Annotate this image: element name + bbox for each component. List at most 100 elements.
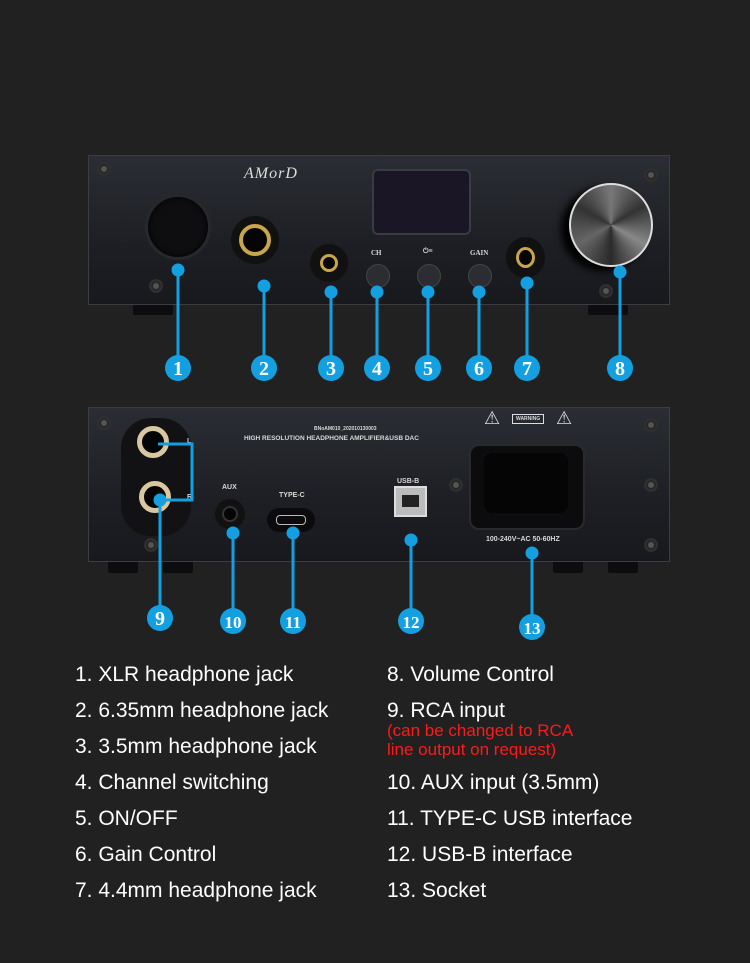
callout-dot-5: [421, 285, 435, 299]
label-r: R: [187, 494, 193, 501]
back-foot: [163, 559, 193, 573]
callout-bracket-9: [158, 442, 194, 502]
rca-note-line-2: line output on request): [387, 740, 557, 759]
typec-port-opening: [276, 515, 306, 525]
callout-dot-4: [370, 285, 384, 299]
warning-icon-left: ⚠: [484, 408, 501, 428]
aux-jack: [222, 506, 238, 522]
callout-number-4: 4: [372, 358, 382, 380]
legend-item-7: 7. 4.4mm headphone jack: [75, 879, 317, 902]
legend-item-8: 8. Volume Control: [387, 663, 554, 686]
usbb-port-inner: [402, 495, 419, 507]
callout-number-12: 12: [403, 613, 420, 632]
callout-dot-8: [613, 265, 627, 279]
callout-dot-10: [226, 526, 240, 540]
callout-badge-10: [220, 608, 246, 634]
back-title: HIGH RESOLUTION HEADPHONE AMPLIFIER&USB …: [244, 435, 419, 442]
callout-dot-3: [324, 285, 338, 299]
screw-icon: [599, 284, 613, 298]
callout-dot-12: [404, 533, 418, 547]
callout-number-11: 11: [285, 613, 301, 632]
rca-note-line-1: (can be changed to RCA: [387, 721, 574, 740]
label-usbb: USB-B: [397, 478, 420, 485]
legend-item-11: 11. TYPE-C USB interface: [387, 807, 633, 830]
callout-badge-7: [514, 355, 540, 381]
callout-badge-12: [398, 608, 424, 634]
label-typec: TYPE-C: [279, 492, 305, 499]
legend-item-9: 9. RCA input: [387, 699, 505, 722]
legend-item-13: 13. Socket: [387, 879, 487, 902]
callout-number-5: 5: [423, 358, 433, 380]
front-foot-left: [133, 305, 173, 315]
power-icon: ⏻≡: [423, 248, 433, 255]
xlr-jack: [145, 194, 211, 260]
front-panel-device: AMorD CH ⏻≡ GAIN: [88, 155, 670, 315]
callout-badge-11: [280, 608, 306, 634]
callout-number-7: 7: [522, 358, 532, 380]
callout-dot-7: [520, 276, 534, 290]
screw-icon: [97, 416, 111, 430]
back-panel-device: L R BNoAM010_202010130003 HIGH RESOLUTIO…: [88, 407, 670, 577]
callout-number-10: 10: [225, 613, 242, 632]
legend-item-4: 4. Channel switching: [75, 771, 269, 794]
callout-number-9: 9: [155, 608, 165, 630]
label-l: L: [187, 438, 192, 445]
label-gain: GAIN: [470, 249, 489, 257]
callout-badge-3: [318, 355, 344, 381]
front-foot-right: [588, 305, 628, 315]
callout-dot-2: [257, 279, 271, 293]
callout-badge-13: [519, 614, 545, 640]
callout-badge-5: [415, 355, 441, 381]
callout-dot-1: [171, 263, 185, 277]
back-foot: [108, 559, 138, 573]
power-socket-inner: [484, 453, 568, 513]
callout-number-13: 13: [524, 619, 541, 638]
screw-icon: [644, 538, 658, 552]
callout-dot-11: [286, 526, 300, 540]
back-foot: [553, 559, 583, 573]
callout-number-1: 1: [173, 358, 183, 380]
callout-dot-13: [525, 546, 539, 560]
screw-icon: [97, 162, 111, 176]
jack-3-5mm: [320, 254, 338, 272]
legend-item-2: 2. 6.35mm headphone jack: [75, 699, 329, 722]
channel-button[interactable]: [366, 264, 390, 288]
screw-icon: [644, 168, 658, 182]
callout-number-2: 2: [259, 358, 269, 380]
brand-logo: AMorD: [244, 165, 298, 182]
jack-6-35mm: [239, 224, 271, 256]
callout-badge-8: [607, 355, 633, 381]
volume-knob[interactable]: [569, 183, 653, 267]
callout-dot-6: [472, 285, 486, 299]
back-foot: [608, 559, 638, 573]
screw-icon: [644, 418, 658, 432]
rca-jack-right: [139, 481, 171, 513]
legend-item-12: 12. USB-B interface: [387, 843, 573, 866]
screw-icon: [144, 538, 158, 552]
label-ch: CH: [371, 249, 382, 257]
power-button[interactable]: [417, 264, 441, 288]
legend-item-3: 3. 3.5mm headphone jack: [75, 735, 317, 758]
screw-icon: [644, 478, 658, 492]
power-rating: 100-240V~AC 50-60HZ: [486, 536, 560, 543]
display-screen: [372, 169, 471, 235]
callout-badge-4: [364, 355, 390, 381]
screw-icon: [449, 478, 463, 492]
callout-badge-6: [466, 355, 492, 381]
legend-item-6: 6. Gain Control: [75, 843, 217, 866]
jack-4-4mm: [516, 247, 535, 268]
legend-item-10: 10. AUX input (3.5mm): [387, 771, 600, 794]
callout-number-8: 8: [615, 358, 625, 380]
screw-icon: [149, 279, 163, 293]
warning-label: WARNING: [512, 414, 545, 424]
label-aux: AUX: [222, 484, 237, 491]
back-panel: L R BNoAM010_202010130003 HIGH RESOLUTIO…: [88, 407, 670, 562]
rca-jack-left: [137, 426, 169, 458]
model-line: BNoAM010_202010130003: [314, 426, 377, 432]
legend-item-5: 5. ON/OFF: [75, 807, 178, 830]
callout-badge-1: [165, 355, 191, 381]
front-panel: AMorD CH ⏻≡ GAIN: [88, 155, 670, 305]
legend-item-1: 1. XLR headphone jack: [75, 663, 294, 686]
